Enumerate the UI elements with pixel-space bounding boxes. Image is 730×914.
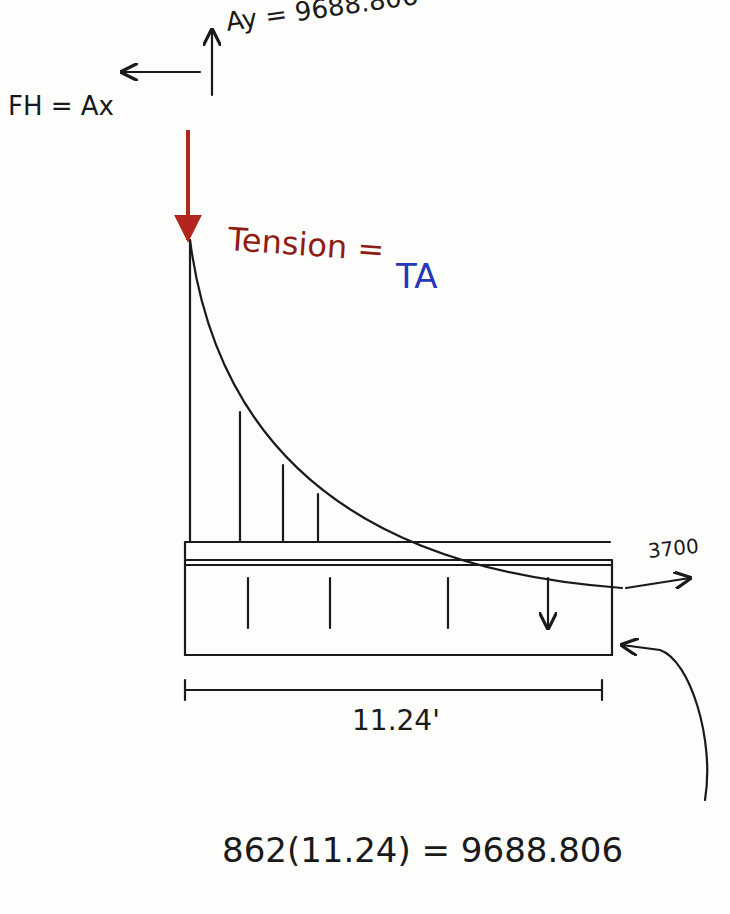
tension-symbol: TA (396, 258, 437, 295)
reaction-arrow (211, 30, 213, 95)
reaction-arrow (122, 71, 200, 73)
load-resultant: 862(11.24) = 9688.806 (222, 832, 623, 869)
leader-line (622, 645, 707, 800)
load-block (185, 542, 612, 655)
tension-label: Tension = (227, 222, 386, 268)
force-value: 3700 (647, 535, 700, 562)
tension-arrow (626, 578, 690, 588)
load-arrow (248, 578, 548, 628)
tension-arrow (186, 130, 190, 240)
dimension-label: 11.24' (352, 706, 440, 737)
cable-curve (190, 240, 622, 588)
reaction-label: FH = Ax (8, 92, 114, 121)
dimension-line (185, 680, 602, 700)
load-hatch (190, 240, 318, 542)
reaction-label: Ay = 9688.806 (224, 0, 420, 36)
